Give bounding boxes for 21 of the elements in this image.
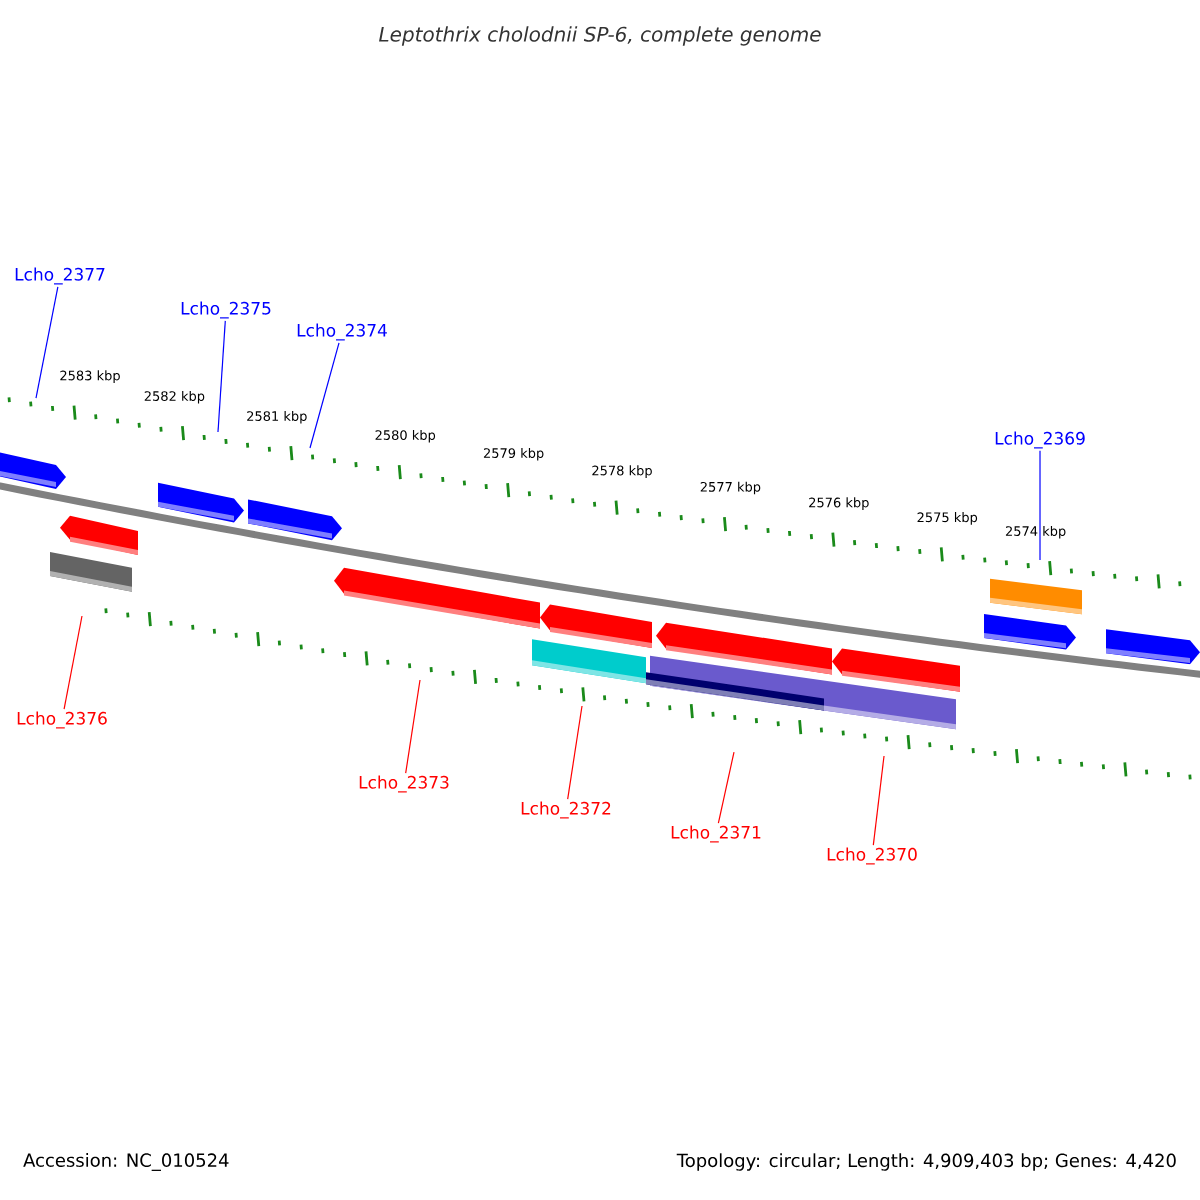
genome-info-text: Topology: circular; Length: 4,909,403 bp; Genes: 4,420 — [676, 1153, 1176, 1171]
gene-label: Lcho_2373 — [359, 775, 449, 793]
leader-line — [405, 679, 421, 774]
leader-line — [63, 615, 83, 710]
leader-line — [1039, 450, 1041, 561]
gene-label: Lcho_2372 — [521, 801, 611, 819]
leader-line — [309, 342, 340, 449]
gene-label: Lcho_2370 — [827, 847, 917, 865]
gene-label: Lcho_2376 — [17, 711, 107, 729]
leader-line — [567, 705, 583, 800]
leader-line — [217, 320, 226, 433]
gene-label: Lcho_2371 — [671, 825, 761, 843]
gene-label: Lcho_2375 — [181, 301, 271, 319]
gene-label: Lcho_2369 — [995, 431, 1085, 449]
leader-line — [872, 755, 885, 846]
title: Leptothrix cholodnii SP-6, complete genome — [379, 26, 821, 46]
leader-line — [35, 286, 59, 399]
accession-text: Accession: NC_010524 — [23, 1153, 229, 1171]
leader-line — [717, 751, 735, 824]
gene-label: Lcho_2377 — [15, 267, 105, 285]
gene-label: Lcho_2374 — [297, 323, 387, 341]
